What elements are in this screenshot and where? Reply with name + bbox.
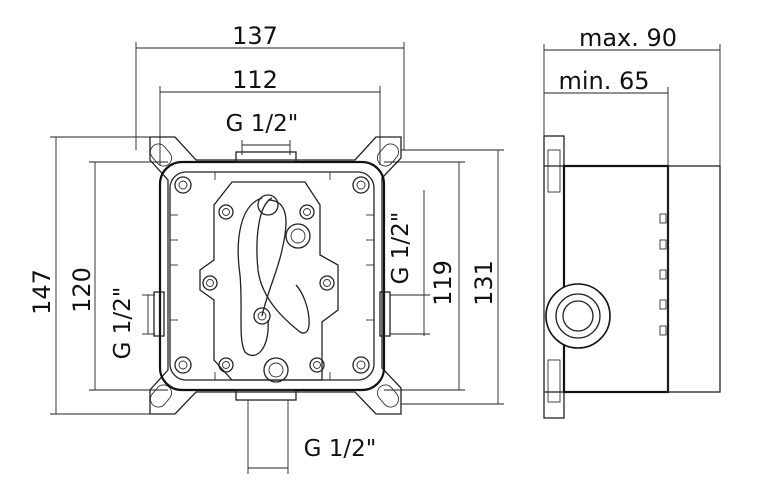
side-port-mid — [555, 293, 601, 339]
dim-119: 119 — [429, 260, 457, 306]
side-view — [543, 135, 721, 419]
corner-screws — [174, 176, 370, 374]
dim-147: 147 — [28, 269, 56, 315]
cartridge-ports — [253, 223, 311, 383]
side-body — [562, 164, 670, 394]
internal-channels — [237, 194, 310, 357]
dim-max-depth: max. 90 — [579, 24, 677, 52]
dim-right-outlet: G 1/2" — [388, 212, 414, 285]
dim-120: 120 — [68, 267, 96, 313]
box-ribs — [170, 172, 374, 380]
dim-131: 131 — [470, 260, 498, 306]
side-lid — [667, 165, 721, 393]
valve-body-plate — [199, 181, 339, 381]
front-dimensions — [50, 42, 504, 474]
dim-bottom-outlet: G 1/2" — [304, 436, 377, 462]
side-dimensions — [543, 44, 721, 166]
dim-112: 112 — [232, 66, 278, 94]
front-view — [149, 136, 402, 415]
side-clips — [659, 213, 667, 336]
valve-screws — [202, 204, 335, 373]
dim-left-outlet: G 1/2" — [110, 287, 136, 360]
dim-min-depth: min. 65 — [558, 67, 649, 95]
side-port-inner — [562, 300, 594, 332]
port-stubs — [153, 151, 391, 401]
dim-top-outlet: G 1/2" — [226, 111, 299, 137]
dim-137: 137 — [232, 22, 278, 50]
side-flange — [543, 135, 565, 419]
